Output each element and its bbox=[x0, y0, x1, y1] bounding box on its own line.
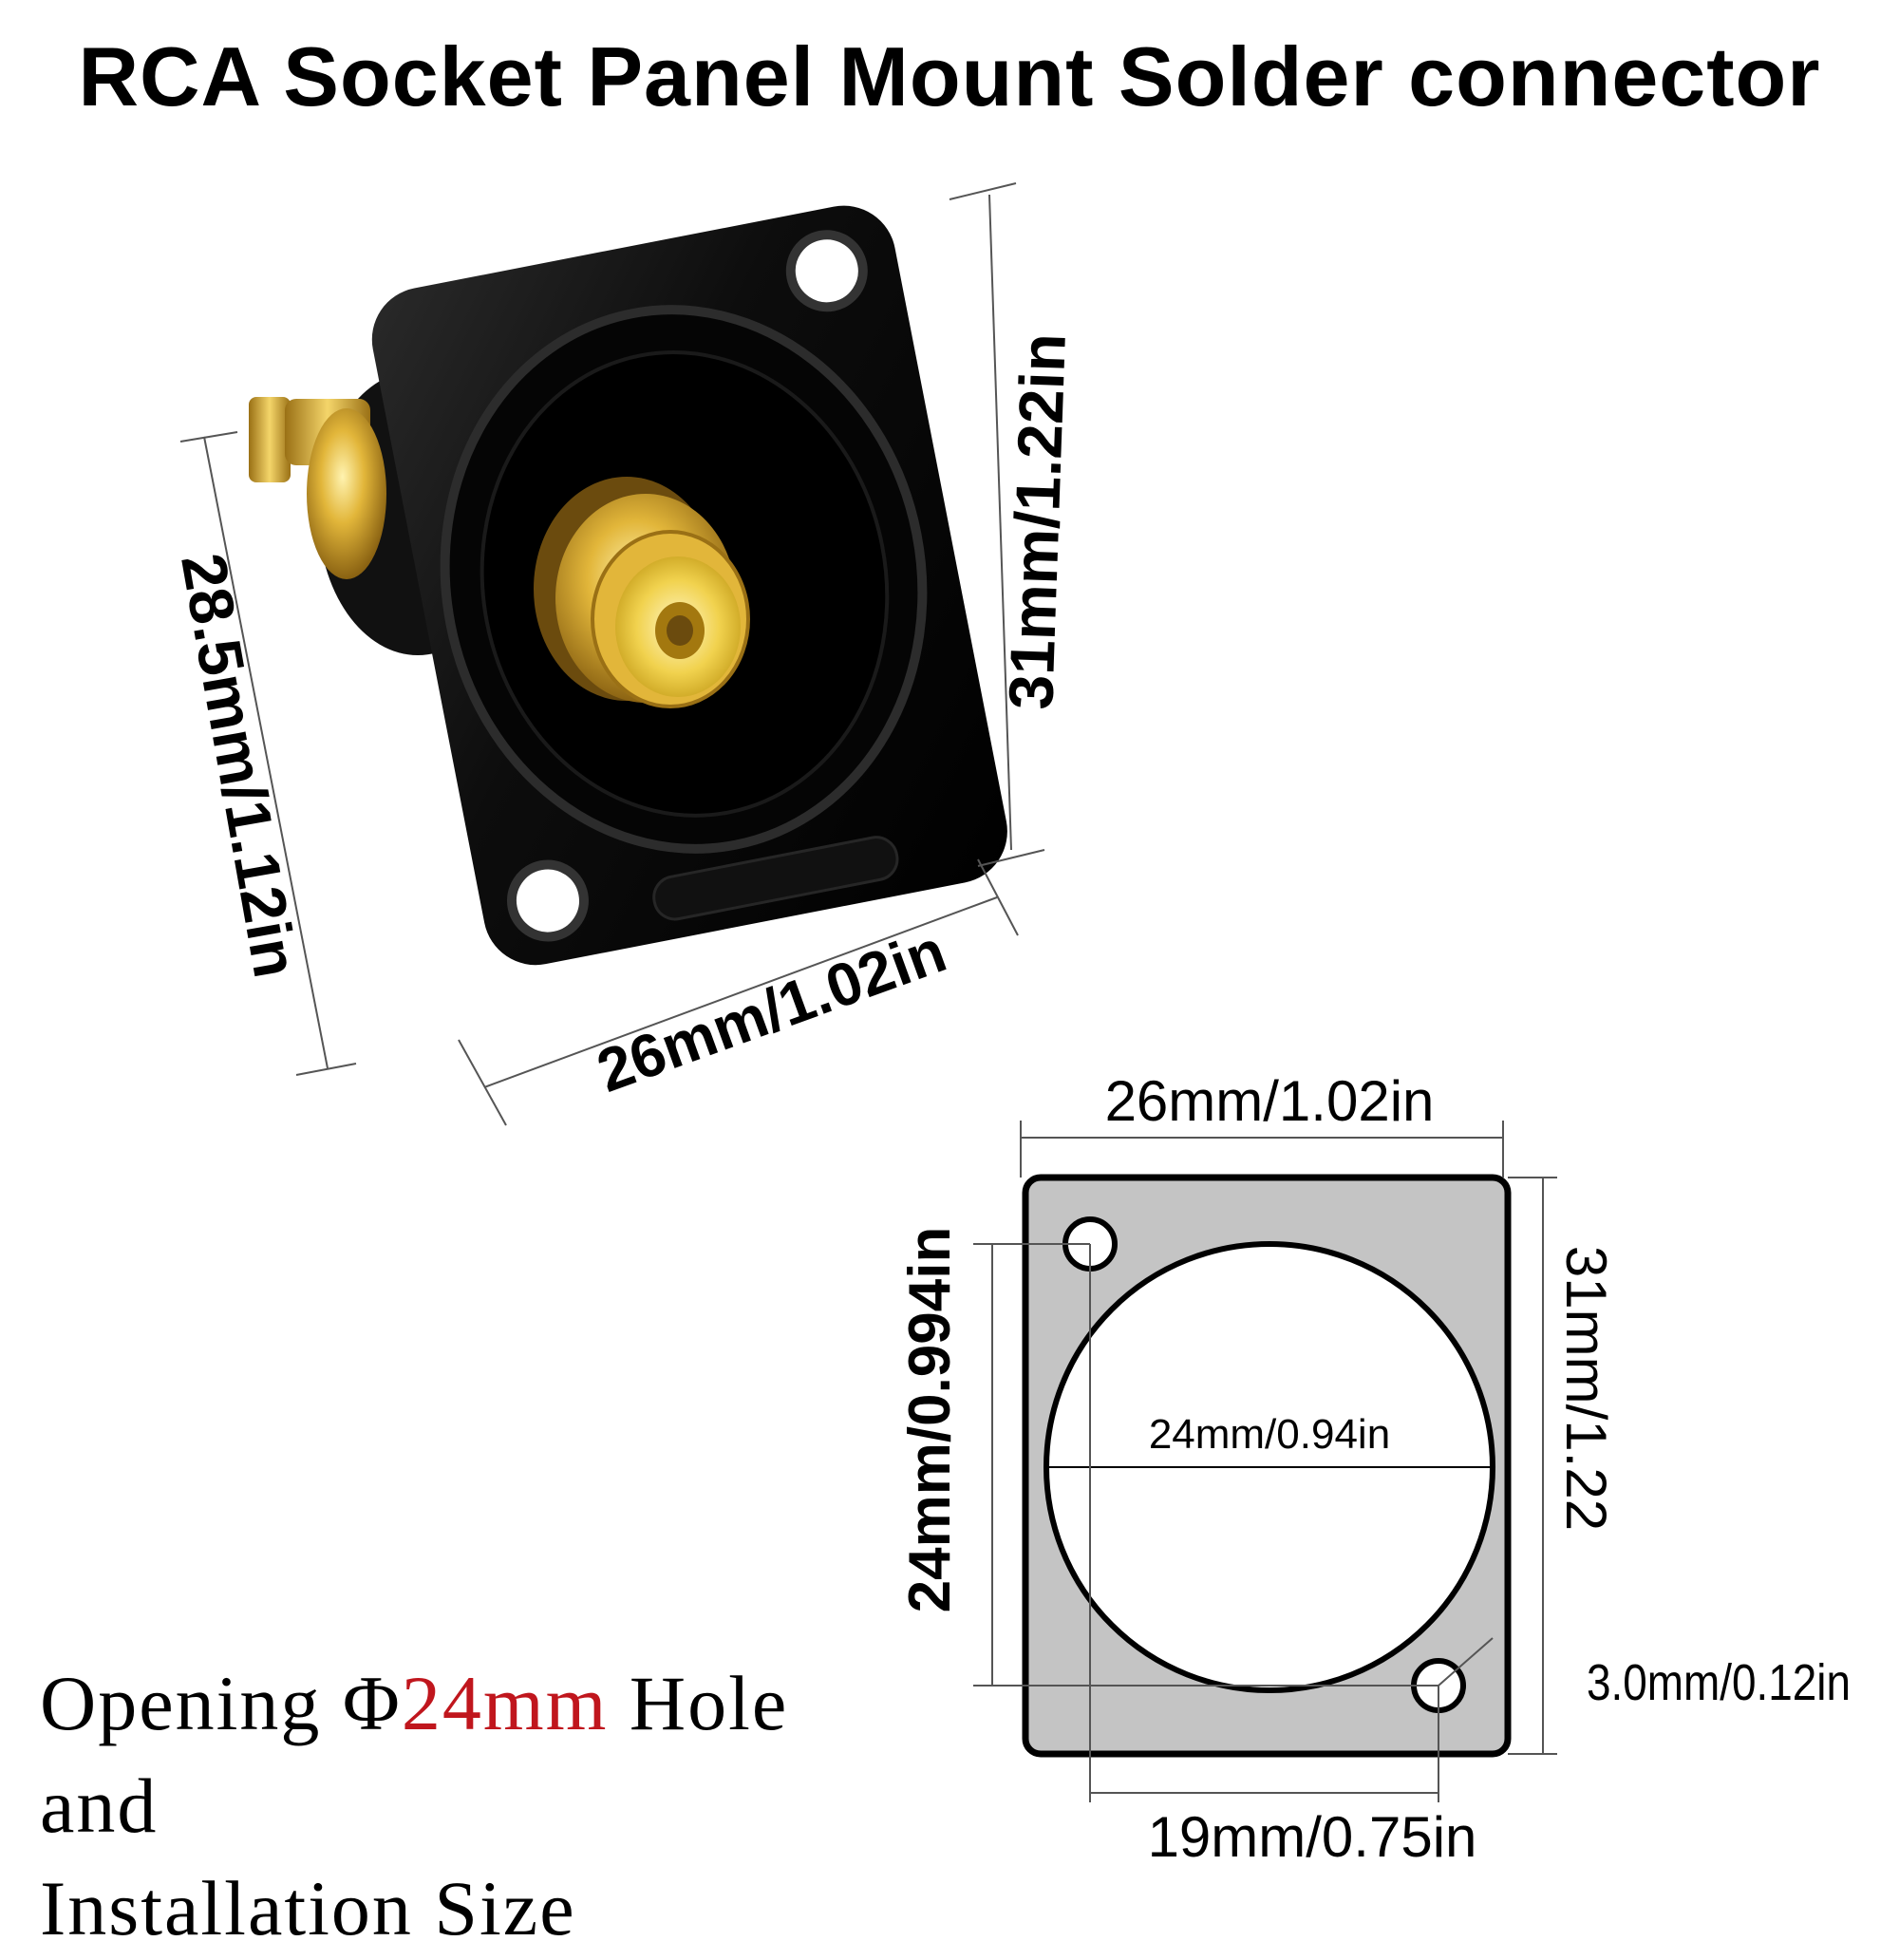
caption-line-2: Installation Size bbox=[40, 1865, 576, 1951]
rear-nut bbox=[307, 408, 386, 579]
drawing-right-height-label: 31mm/1.22 bbox=[1554, 1246, 1618, 1531]
drawing-dimension-lines bbox=[973, 1121, 1557, 1802]
product-depth-label: 28.5mm/1.12in bbox=[168, 548, 311, 982]
rca-connector-illustration bbox=[249, 205, 1007, 966]
product-dimension-lines bbox=[179, 182, 1045, 1126]
installation-caption: Opening Φ24mm Hole and Installation Size bbox=[40, 1652, 894, 1960]
drawing-opening-label: 24mm/0.94in bbox=[1149, 1411, 1390, 1458]
caption-line-1: Opening Φ24mm Hole and bbox=[40, 1652, 894, 1857]
product-diagram: RCA Socket Panel Mount Solder connector bbox=[40, 29, 1851, 1951]
page-title: RCA Socket Panel Mount Solder connector bbox=[78, 29, 1821, 123]
caption-part-1: Opening Φ bbox=[40, 1660, 402, 1746]
drawing-bottom-width-label: 19mm/0.75in bbox=[1148, 1805, 1477, 1869]
drawing-hole-label: 3.0mm/0.12in bbox=[1587, 1654, 1851, 1711]
product-height-label: 31mm/1.22in bbox=[995, 332, 1079, 711]
mounting-hole-top bbox=[785, 230, 868, 312]
installation-drawing bbox=[1022, 1174, 1512, 1758]
caption-highlight: 24mm bbox=[401, 1660, 609, 1746]
mounting-hole-bottom bbox=[506, 859, 589, 942]
drawing-top-width-label: 26mm/1.02in bbox=[1105, 1069, 1435, 1133]
solder-pin bbox=[249, 397, 291, 482]
drawing-left-height-label: 24mm/0.994in bbox=[897, 1227, 963, 1613]
caption-part-2: Hole and bbox=[40, 1660, 789, 1849]
diagram-canvas: 31mm/1.22in 28.5mm/1.12in 26mm/1.02in bbox=[168, 182, 1851, 1869]
